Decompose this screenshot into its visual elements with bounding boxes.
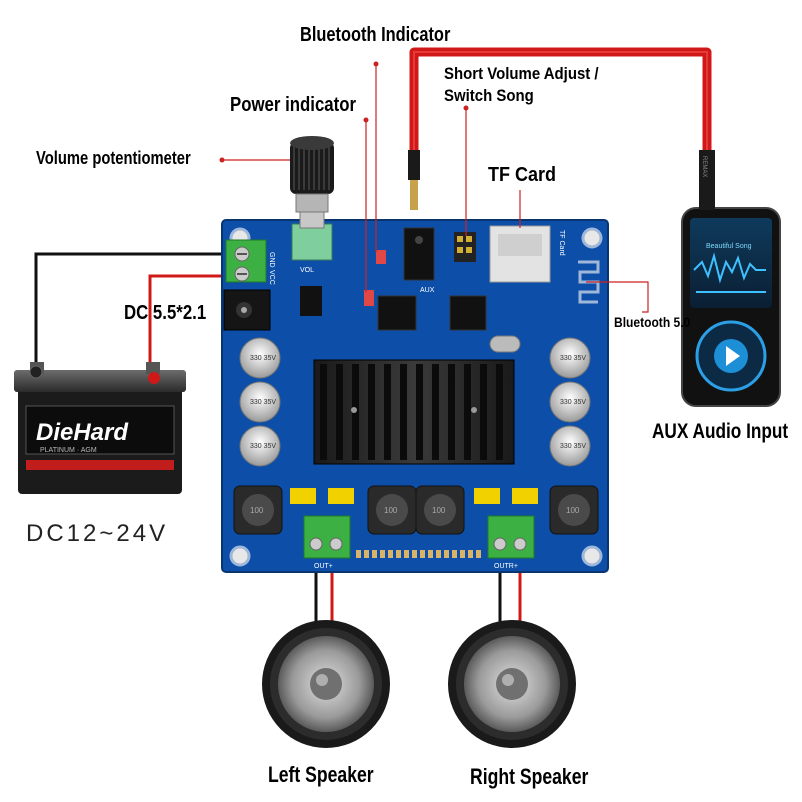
battery-negative-terminal [29,365,43,379]
pcb-board: GND VCC VOL AUX [221,209,609,573]
inductor: 100 [549,485,599,535]
leader-bluetooth-5 [586,281,649,313]
label-volume-potentiometer: Volume potentiometer [36,148,191,168]
svg-text:330 35V: 330 35V [560,355,586,362]
capacitor: 330 35V [549,425,591,467]
label-left-speaker: Left Speaker [268,762,374,787]
right-output-terminal[interactable] [487,515,535,559]
capacitor: 330 35V [239,425,281,467]
capacitor: 330 35V [549,381,591,423]
silk-out-left: OUT+ [314,563,333,570]
label-aux-audio-input: AUX Audio Input [652,420,789,443]
silk-aux: AUX [420,287,435,294]
battery-positive-terminal [148,372,160,384]
label-dc-jack: DC 5.5*2.1 [124,302,207,324]
label-supply-voltage: DC12~24V [26,520,169,547]
capacitor: 330 35V [239,337,281,379]
inductors: 100 100 100 100 [233,485,599,535]
label-bluetooth-version: Bluetooth 5.0 [614,314,691,330]
silk-vol: VOL [300,267,314,274]
inductor: 100 [415,485,465,535]
capacitor: 330 35V [549,337,591,379]
right-speaker [448,620,576,748]
silk-tf: TF Card [558,230,565,256]
capacitors: 330 35V 330 35V 330 35V 330 35V 330 35V 330 3… [239,337,591,467]
svg-text:100: 100 [566,506,580,515]
car-battery: DieHard PLATINUM · AGM [14,362,186,494]
label-short-volume-adjust: Short Volume Adjust / [444,64,599,83]
svg-text:330 35V: 330 35V [250,355,276,362]
svg-text:100: 100 [432,506,446,515]
tf-card-slot[interactable] [489,225,551,283]
player-song-title: Beautiful Song [706,243,752,250]
silk-gnd: GND [268,252,275,268]
power-terminal-block[interactable] [225,239,267,283]
player-waveform [693,252,766,284]
play-icon [726,346,740,366]
volume-knob[interactable] [290,136,334,213]
battery-model-text: PLATINUM · AGM [40,447,97,454]
capacitor: 330 35V [239,381,281,423]
bluetooth-led [376,250,386,264]
left-speaker [262,620,390,748]
battery-brand: DieHard [36,419,129,446]
label-power-indicator: Power indicator [230,94,357,116]
svg-text:330 35V: 330 35V [250,443,276,450]
label-tf-card: TF Card [488,164,557,186]
dc-barrel-jack[interactable] [223,289,271,331]
positive-wire [148,274,240,372]
svg-text:100: 100 [384,506,398,515]
media-player: Beautiful Song REMAX [681,150,781,407]
switch-song-header[interactable] [454,232,476,262]
svg-text:100: 100 [250,506,264,515]
leader-dots [219,61,469,163]
silk-vcc: VCC [268,270,275,285]
label-bluetooth-indicator: Bluetooth Indicator [300,24,451,46]
negative-wire [34,252,240,372]
label-switch-song: Switch Song [444,86,534,105]
cable-brand: REMAX [701,156,707,177]
aux-jack[interactable] [403,227,435,281]
svg-text:330 35V: 330 35V [250,399,276,406]
svg-text:330 35V: 330 35V [560,399,586,406]
label-right-speaker: Right Speaker [470,764,589,789]
svg-text:330 35V: 330 35V [560,443,586,450]
left-output-terminal[interactable] [303,515,351,559]
volume-potentiometer-base[interactable] [291,209,333,261]
silk-out-right: OUTR+ [494,563,518,570]
leader-lines [222,64,649,313]
inductor: 100 [367,485,417,535]
inductor: 100 [233,485,283,535]
aux-plug-board-end [408,150,420,210]
heatsink [313,359,515,465]
power-led [364,290,374,306]
